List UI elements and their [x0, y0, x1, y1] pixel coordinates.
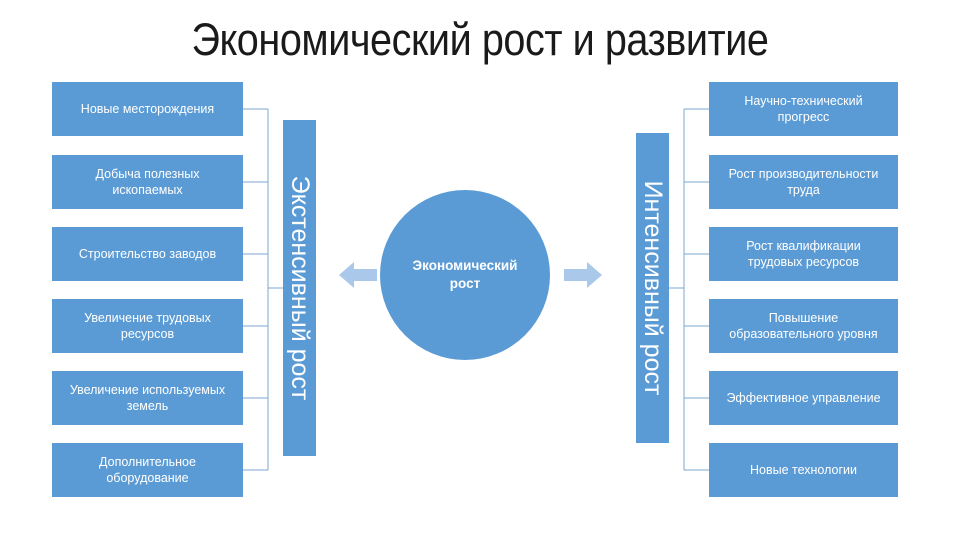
leaf-label-line1: Рост квалификации: [746, 239, 861, 253]
list-item[interactable]: Добыча полезных ископаемых: [52, 155, 243, 209]
leaf-label-line1: Добыча полезных: [95, 167, 200, 181]
page-title: Экономический рост и развитие: [191, 14, 769, 65]
list-item[interactable]: Увеличение используемых земель: [52, 371, 243, 425]
leaf-label-line2: оборудование: [106, 471, 189, 485]
leaf-label-line1: Повышение: [768, 311, 839, 325]
list-item[interactable]: Научно-технический прогресс: [709, 82, 898, 136]
list-item[interactable]: Дополнительное оборудование: [52, 443, 243, 497]
leaf-label-line2: труда: [787, 183, 820, 197]
category-bar-extensive-label: Экстенсивный рост: [285, 175, 314, 401]
list-item[interactable]: Эффективное управление: [709, 371, 898, 425]
category-bar-intensive-label: Интенсивный рост: [638, 180, 667, 396]
category-bar-extensive[interactable]: Экстенсивный рост: [283, 120, 316, 456]
leaf-label: Новые месторождения: [80, 102, 215, 116]
leaf-label: Новые технологии: [749, 463, 858, 477]
category-bar-intensive[interactable]: Интенсивный рост: [636, 133, 669, 443]
leaf-label: Строительство заводов: [78, 247, 217, 261]
arrow-left-icon: [339, 262, 377, 288]
list-item[interactable]: Новые технологии: [709, 443, 898, 497]
list-item[interactable]: Увеличение трудовых ресурсов: [52, 299, 243, 353]
leaf-label-line1: Увеличение используемых: [69, 383, 226, 397]
arrow-right-icon: [564, 262, 602, 288]
leaf-label-line2: земель: [126, 399, 169, 413]
leaf-label-line2: трудовых ресурсов: [747, 255, 860, 269]
list-item[interactable]: Повышение образовательного уровня: [709, 299, 898, 353]
leaf-label-line2: ресурсов: [120, 327, 175, 341]
list-item[interactable]: Новые месторождения: [52, 82, 243, 136]
leaf-label-line1: Дополнительное: [99, 455, 196, 469]
leaf-label: Эффективное управление: [726, 391, 881, 405]
center-node-label-line2: рост: [449, 276, 481, 291]
leaf-label-line2: образовательного уровня: [729, 327, 878, 341]
leaf-label-line1: Научно-технический: [744, 94, 863, 108]
center-node-label-line1: Экономический: [412, 258, 518, 273]
list-item[interactable]: Рост квалификации трудовых ресурсов: [709, 227, 898, 281]
leaf-label-line1: Рост производительности: [728, 167, 879, 181]
list-item[interactable]: Строительство заводов: [52, 227, 243, 281]
leaf-label-line2: прогресс: [777, 110, 830, 124]
list-item[interactable]: Рост производительности труда: [709, 155, 898, 209]
center-node-economic-growth[interactable]: Экономический рост: [380, 190, 550, 360]
leaf-label-line2: ископаемых: [112, 183, 183, 197]
leaf-label-line1: Увеличение трудовых: [84, 311, 211, 325]
